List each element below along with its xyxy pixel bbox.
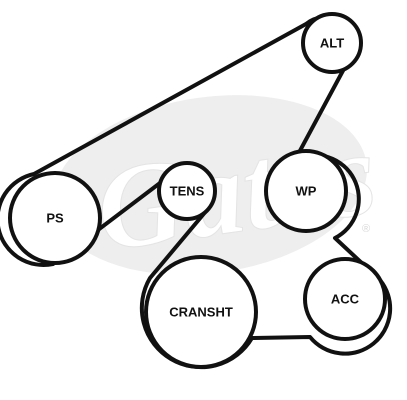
pulley-label-cransht: CRANSHT (169, 305, 233, 320)
pulley-label-alt: ALT (320, 36, 344, 51)
pulley-label-acc: ACC (331, 292, 360, 307)
pulley-label-wp: WP (296, 184, 317, 199)
pulley-label-tens: TENS (170, 184, 205, 199)
pulley-ps: PS (8, 171, 102, 265)
pulley-cransht: CRANSHT (144, 255, 258, 369)
pulley-wp: WP (264, 149, 348, 233)
pulley-alt: ALT (301, 12, 363, 74)
pulley-label-ps: PS (46, 211, 64, 226)
watermark-registered-mark: ® (362, 223, 370, 235)
pulley-acc: ACC (303, 257, 387, 341)
pulley-tens: TENS (157, 161, 217, 221)
